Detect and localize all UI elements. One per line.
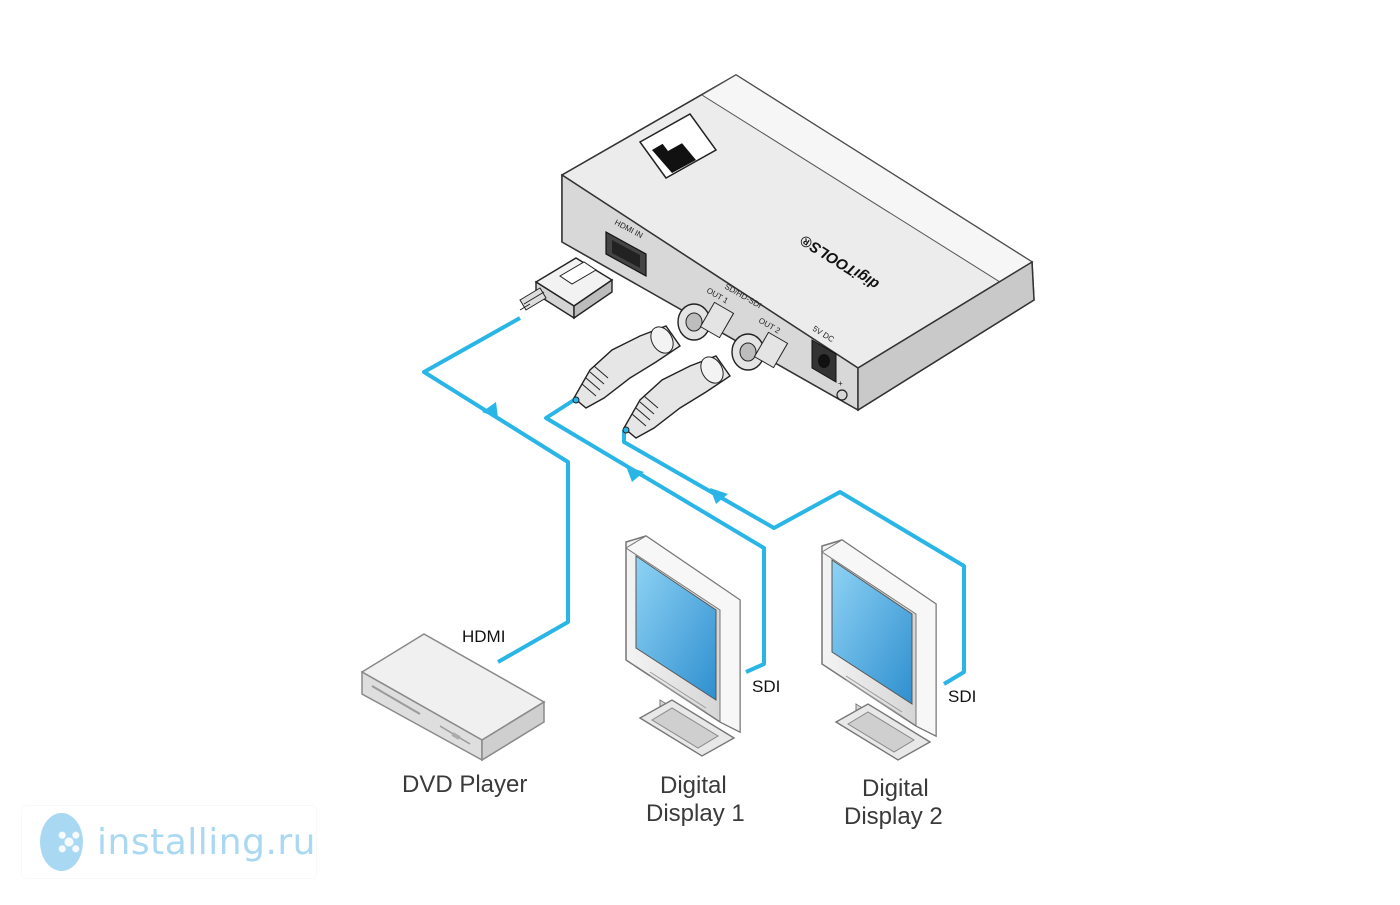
power-port (811, 339, 837, 383)
sdi1-arrow-icon (626, 466, 644, 482)
display2-screen (831, 559, 913, 705)
digital-display-1 (625, 535, 741, 757)
hdmi-cable (422, 257, 614, 664)
watermark: installing.ru (22, 806, 316, 878)
digital-display-2 (821, 539, 937, 761)
hdmi-plug (519, 257, 614, 320)
hdmi-arrow-icon (482, 402, 498, 418)
sdi2-arrow-icon (710, 488, 728, 504)
display1-label-line1: Digital (660, 772, 727, 799)
sdi-out1-port (677, 301, 735, 341)
dvd-player-device (360, 633, 546, 762)
dvd-player-label: DVD Player (402, 771, 527, 798)
display2-label-line1: Digital (862, 775, 929, 802)
sdi1-cable-label: SDI (752, 677, 780, 696)
sdi-cable-1 (544, 325, 766, 674)
installing-logo-icon (40, 813, 87, 871)
power-symbol-icon: + (836, 379, 848, 401)
display1-label-line2: Display 1 (646, 800, 745, 827)
kramer-logo-icon (638, 113, 718, 179)
svg-text:+: + (838, 379, 843, 388)
display1-screen (635, 555, 717, 701)
hdmi-cable-label: HDMI (462, 627, 505, 646)
display2-label-line2: Display 2 (844, 803, 943, 830)
hdmi-in-port (605, 230, 647, 278)
sdi2-cable-label: SDI (948, 687, 976, 706)
converter-device: HDMI IN SD/HD-SDI OUT 1 OUT 2 5V DC + di… (560, 74, 1035, 412)
sdi-cable-2 (622, 355, 966, 686)
bnc-connector-2 (622, 355, 731, 439)
watermark-text: installing.ru (97, 821, 316, 863)
sdi-out2-port (731, 331, 789, 371)
bnc-connector-1 (572, 325, 681, 409)
